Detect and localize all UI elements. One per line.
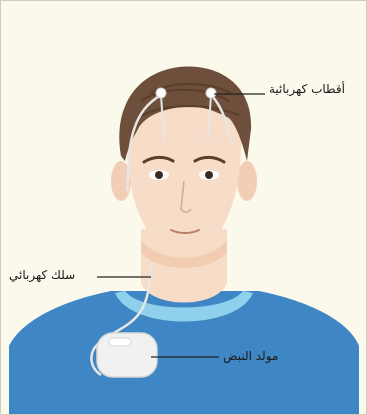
label-electrodes: أقطاب كهربائية bbox=[269, 83, 345, 95]
electrode-dot-icon bbox=[206, 88, 216, 98]
left-pupil bbox=[155, 171, 163, 179]
label-pulse-generator: مولد النبض bbox=[223, 350, 278, 362]
pulse-generator-header bbox=[109, 338, 131, 346]
right-pupil bbox=[205, 171, 213, 179]
right-ear bbox=[237, 161, 257, 201]
electrode-dot-icon bbox=[156, 88, 166, 98]
label-wire: سلك كهربائي bbox=[9, 269, 75, 281]
